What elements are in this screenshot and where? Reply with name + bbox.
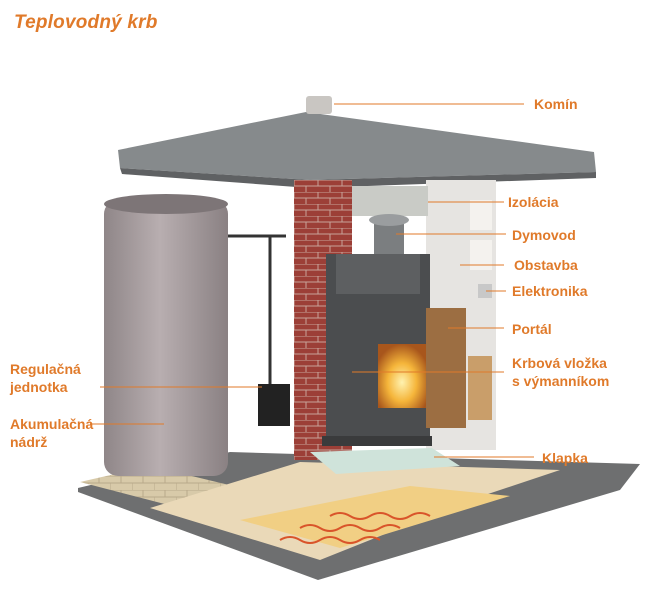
page-title: Teplovodný krb (14, 12, 158, 33)
stove-base (322, 436, 432, 446)
label-klapka: Klapka (542, 450, 588, 466)
label-akumulacna-line2: nádrž (10, 434, 48, 450)
leader-lines (90, 103, 534, 458)
label-obstavba: Obstavba (514, 257, 578, 273)
tank-pipes (224, 234, 286, 400)
label-regulacna-line1: Regulačná (10, 361, 81, 377)
roof-slab (118, 112, 596, 180)
control-unit (258, 384, 290, 426)
label-krbova-vlozka: Krbová vložka s výmanníkom (512, 354, 609, 390)
accumulation-tank (104, 200, 228, 476)
label-portal: Portál (512, 321, 552, 337)
insulation-panel (352, 186, 428, 216)
label-regulacna-jednotka: Regulačná jednotka (10, 360, 81, 396)
floor-heating-pipes (279, 512, 431, 544)
casing-shelf-1 (470, 200, 492, 230)
label-krbova-line2: s výmanníkom (512, 373, 610, 389)
electronics-panel (478, 284, 492, 298)
label-akumulacna-line1: Akumulačná (10, 416, 94, 432)
label-dymovod: Dymovod (512, 227, 576, 243)
hearth-plate (310, 448, 460, 474)
label-izolacia: Izolácia (508, 194, 559, 210)
label-regulacna-line2: jednotka (10, 379, 68, 395)
label-akumulacna-nadrz: Akumulačná nádrž (10, 415, 93, 451)
tank-top (104, 194, 228, 214)
casing-shelf-2 (470, 240, 492, 270)
label-elektronika: Elektronika (512, 283, 588, 299)
roof-underside (120, 168, 596, 188)
portal (426, 308, 466, 428)
fire-window (378, 344, 426, 408)
flue-top (369, 214, 409, 226)
stove-top (336, 254, 420, 294)
wood-stack (468, 356, 492, 420)
chimney (306, 96, 332, 114)
floor-boards (240, 486, 510, 548)
label-komin: Komín (534, 96, 578, 112)
label-krbova-line1: Krbová vložka (512, 355, 607, 371)
